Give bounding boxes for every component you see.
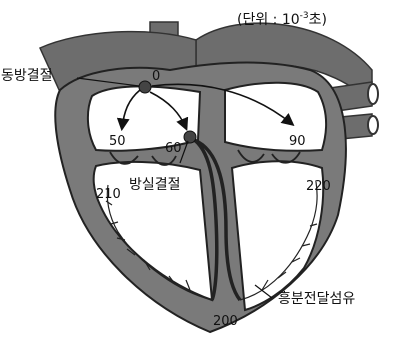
time-left-ventricle-wall: 220 <box>306 179 331 194</box>
sa-node-dot <box>139 81 151 93</box>
av-node-dot <box>184 131 196 143</box>
time-left-atrium: 90 <box>289 134 306 149</box>
av-node-label: 방실결절 <box>129 177 181 193</box>
right-atrium <box>88 86 200 150</box>
time-apex: 200 <box>213 314 238 329</box>
time-right-ventricle-wall: 210 <box>96 187 121 202</box>
time-sa-origin: 0 <box>152 69 160 84</box>
time-av-node: 60 <box>165 141 182 156</box>
time-right-atrium: 50 <box>109 134 126 149</box>
purkinje-label: 흥분전달섬유 <box>278 291 355 307</box>
sa-node-label: 동방결절 <box>1 68 53 84</box>
left-atrium <box>225 83 326 151</box>
unit-label: (단위 : 10-3초) <box>237 11 327 28</box>
vessel-openings <box>368 84 378 134</box>
